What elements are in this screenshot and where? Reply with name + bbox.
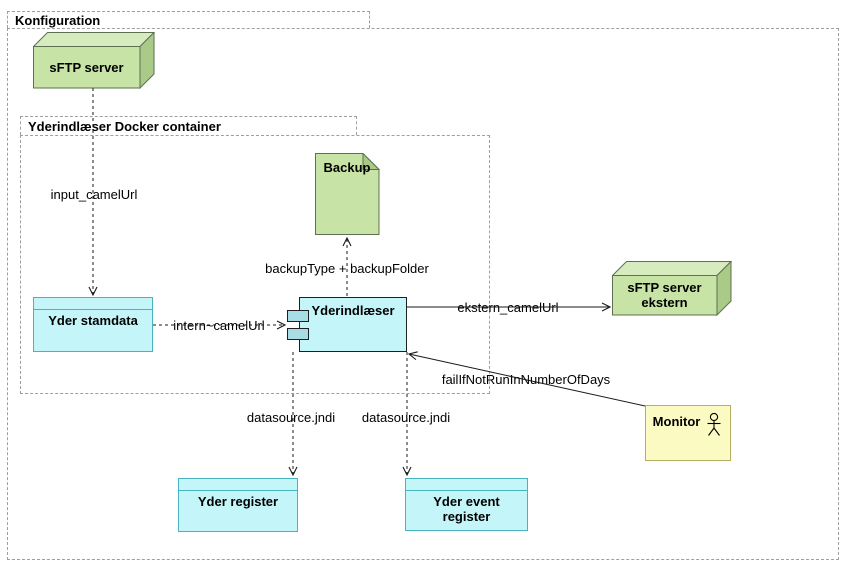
- node-backup-shape: [315, 153, 380, 235]
- node-yder-register: Yder register: [178, 478, 298, 532]
- edge-label-failifnotrun: failIfNotRunInNumberOfDays: [441, 372, 611, 387]
- compartment-divider: [179, 479, 297, 491]
- note-fold-icon: [362, 153, 380, 170]
- node-monitor-label: Monitor: [652, 414, 701, 429]
- node-yder-register-label: Yder register: [197, 494, 279, 509]
- package-konfiguration-body: [7, 28, 839, 560]
- compartment-divider: [34, 298, 152, 310]
- node-yder-stamdata: Yder stamdata: [33, 297, 153, 352]
- compartment-divider: [406, 479, 527, 491]
- package-docker-container-label: Yderindlæser Docker container: [28, 119, 221, 134]
- edge-label-datasource-jndi-left: datasource.jndi: [246, 410, 336, 425]
- component-port-icon: [287, 328, 309, 340]
- node-backup-label: Backup: [323, 159, 371, 175]
- edge-label-ekstern-camelurl: ekstern_camelUrl: [457, 300, 559, 315]
- node-sftp-server-shape: [33, 32, 155, 89]
- node-sftp-server-ekstern-shape: [612, 261, 732, 316]
- edge-label-backuptype-backupfolder: backupType + backupFolder: [265, 261, 429, 276]
- edge-label-input-camelurl: input_camelUrl: [50, 187, 138, 202]
- node-yder-event-register: Yder event register: [405, 478, 528, 531]
- edge-label-datasource-jndi-right: datasource.jndi: [361, 410, 451, 425]
- node-yder-stamdata-label: Yder stamdata: [48, 313, 138, 328]
- node-monitor: Monitor: [645, 405, 731, 461]
- edge-label-intern-camelurl: intern~camelUrl: [173, 318, 265, 333]
- package-konfiguration-label: Konfiguration: [15, 13, 101, 28]
- package-docker-container-tab: Yderindlæser Docker container: [20, 116, 357, 135]
- node-yderindlaeser: Yderindlæser: [299, 297, 407, 352]
- node-yder-event-register-label: Yder event register: [433, 494, 500, 524]
- package-konfiguration-tab: Konfiguration: [7, 11, 370, 28]
- package-docker-container-body: [20, 135, 490, 394]
- node-yderindlaeser-label: Yderindlæser: [311, 303, 395, 318]
- component-port-icon: [287, 310, 309, 322]
- node-sftp-server-label: sFTP server: [49, 59, 124, 75]
- node-sftp-server-ekstern-label: sFTP server ekstern: [627, 280, 702, 310]
- actor-icon: [707, 412, 721, 436]
